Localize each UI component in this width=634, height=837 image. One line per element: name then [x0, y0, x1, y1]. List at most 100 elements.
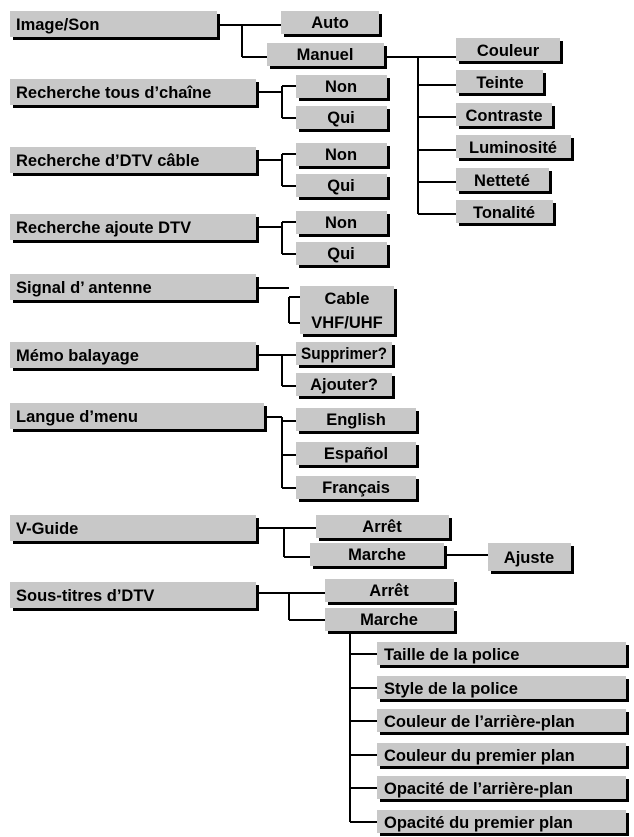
taille-police-box[interactable]	[377, 642, 626, 665]
auto-option-label: Auto	[311, 14, 349, 32]
recherche-ajoute-label: Recherche ajoute DTV	[16, 219, 191, 237]
soustitres-arret-label: Arrêt	[369, 582, 409, 600]
nettete-option-box[interactable]	[456, 168, 549, 191]
style-police-label: Style de la police	[384, 680, 518, 698]
langue-label: Langue d’menu	[16, 408, 138, 426]
memo-label: Mémo balayage	[16, 347, 139, 365]
teinte-option-box[interactable]	[456, 70, 543, 93]
couleur-premier-plan-box[interactable]	[377, 743, 626, 766]
soustitres-marche-label: Marche	[360, 611, 418, 629]
memo-supprimer-label: Supprimer?	[301, 345, 387, 363]
nettete-option-label: Netteté	[474, 172, 530, 190]
langue-english-label: English	[326, 411, 386, 429]
recherche-tous-connector	[256, 85, 296, 119]
langue-group: Langue d’menu English Español Français	[10, 403, 419, 502]
opacite-arriere-plan-label: Opacité de l’arrière-plan	[384, 780, 573, 798]
recherche-ajoute-qui-box[interactable]	[296, 242, 387, 265]
contraste-option-box[interactable]	[456, 103, 552, 126]
soustitres-label: Sous-titres d’DTV	[16, 587, 154, 605]
memo-ajouter-box[interactable]	[296, 373, 392, 396]
vguide-arret-box[interactable]	[316, 515, 449, 538]
vguide-ajuste-label: Ajuste	[504, 549, 554, 567]
manuel-option-box[interactable]	[267, 43, 384, 66]
opacite-premier-plan-label: Opacité du premier plan	[384, 814, 573, 832]
luminosite-option-label: Luminosité	[469, 139, 557, 157]
signal-vhf-uhf-label: VHF/UHF	[311, 314, 383, 332]
recherche-ajoute-group: Recherche ajoute DTV Non Qui	[10, 211, 390, 268]
memo-supprimer-box[interactable]	[296, 342, 392, 365]
couleur-option-box[interactable]	[456, 38, 560, 61]
signal-connector	[256, 287, 300, 324]
style-police-box[interactable]	[377, 676, 626, 699]
taille-police-label: Taille de la police	[384, 646, 519, 664]
couleur-premier-plan-label: Couleur du premier plan	[384, 747, 575, 765]
langue-connector	[264, 416, 296, 489]
memo-group: Mémo balayage Supprimer? Ajouter?	[10, 342, 395, 399]
vguide-label: V-Guide	[16, 520, 78, 538]
recherche-ajoute-non-box[interactable]	[296, 211, 387, 234]
marche-sub-connector	[349, 631, 377, 823]
recherche-ajoute-connector	[256, 221, 296, 255]
recherche-cable-box[interactable]	[10, 147, 256, 173]
vguide-group: V-Guide Arrêt Marche Ajuste	[10, 515, 574, 574]
recherche-ajoute-qui-label: Qui	[327, 245, 355, 263]
recherche-cable-label: Recherche d’DTV câble	[16, 152, 199, 170]
recherche-cable-qui-box[interactable]	[296, 174, 387, 197]
memo-box[interactable]	[10, 342, 256, 368]
soustitres-box[interactable]	[10, 582, 256, 608]
image-son-connector	[217, 24, 281, 58]
image-son-group: Image/Son Auto Manuel Couleur Teinte Con…	[10, 11, 574, 226]
langue-espanol-box[interactable]	[296, 442, 416, 465]
signal-label: Signal d’ antenne	[16, 279, 152, 297]
opacite-arriere-plan-box[interactable]	[377, 776, 626, 799]
langue-espanol-label: Español	[324, 445, 388, 463]
signal-group: Signal d’ antenne Cable VHF/UHF	[10, 274, 397, 337]
vguide-marche-box[interactable]	[310, 543, 444, 566]
langue-francais-box[interactable]	[296, 476, 416, 499]
recherche-cable-connector	[256, 153, 296, 187]
langue-francais-label: Français	[322, 479, 390, 497]
signal-cable-box[interactable]	[300, 286, 394, 310]
soustitres-marche-box[interactable]	[325, 608, 454, 631]
vguide-connector	[256, 527, 488, 558]
recherche-cable-group: Recherche d’DTV câble Non Qui	[10, 143, 390, 200]
image-son-box[interactable]	[10, 11, 217, 37]
recherche-cable-non-label: Non	[325, 146, 357, 164]
signal-box[interactable]	[10, 274, 256, 300]
opacite-premier-plan-box[interactable]	[377, 810, 626, 833]
couleur-arriere-plan-label: Couleur de l’arrière-plan	[384, 713, 575, 731]
recherche-tous-qui-label: Qui	[327, 109, 355, 127]
soustitres-group: Sous-titres d’DTV Arrêt Marche Taille de…	[10, 579, 629, 836]
recherche-tous-group: Recherche tous d’chaîne Non Qui	[10, 75, 390, 132]
recherche-tous-box[interactable]	[10, 79, 256, 105]
recherche-tous-non-box[interactable]	[296, 75, 387, 98]
recherche-ajoute-box[interactable]	[10, 214, 256, 240]
vguide-ajuste-box[interactable]	[488, 543, 571, 571]
langue-box[interactable]	[10, 403, 264, 429]
vguide-box[interactable]	[10, 515, 256, 541]
soustitres-arret-box[interactable]	[325, 579, 454, 602]
auto-option-box[interactable]	[281, 11, 379, 34]
memo-ajouter-label: Ajouter?	[310, 376, 378, 394]
recherche-tous-qui-box[interactable]	[296, 106, 387, 129]
recherche-ajoute-non-label: Non	[325, 214, 357, 232]
luminosite-option-box[interactable]	[456, 135, 571, 158]
contraste-option-label: Contraste	[465, 107, 542, 125]
couleur-arriere-plan-box[interactable]	[377, 709, 626, 732]
teinte-option-label: Teinte	[476, 74, 523, 92]
signal-cable-label: Cable	[325, 290, 370, 308]
soustitres-connector	[256, 592, 325, 621]
image-son-label: Image/Son	[16, 16, 99, 34]
tonalite-option-box[interactable]	[456, 200, 553, 223]
memo-connector	[256, 354, 296, 387]
recherche-cable-non-box[interactable]	[296, 143, 387, 166]
tonalite-option-label: Tonalité	[473, 204, 535, 222]
vguide-marche-label: Marche	[348, 546, 406, 564]
vguide-arret-label: Arrêt	[362, 518, 402, 536]
couleur-option-label: Couleur	[477, 42, 540, 60]
signal-vhf-uhf-box[interactable]	[300, 310, 394, 334]
recherche-tous-label: Recherche tous d’chaîne	[16, 84, 211, 102]
langue-english-box[interactable]	[296, 408, 416, 431]
manuel-connector	[384, 56, 456, 215]
